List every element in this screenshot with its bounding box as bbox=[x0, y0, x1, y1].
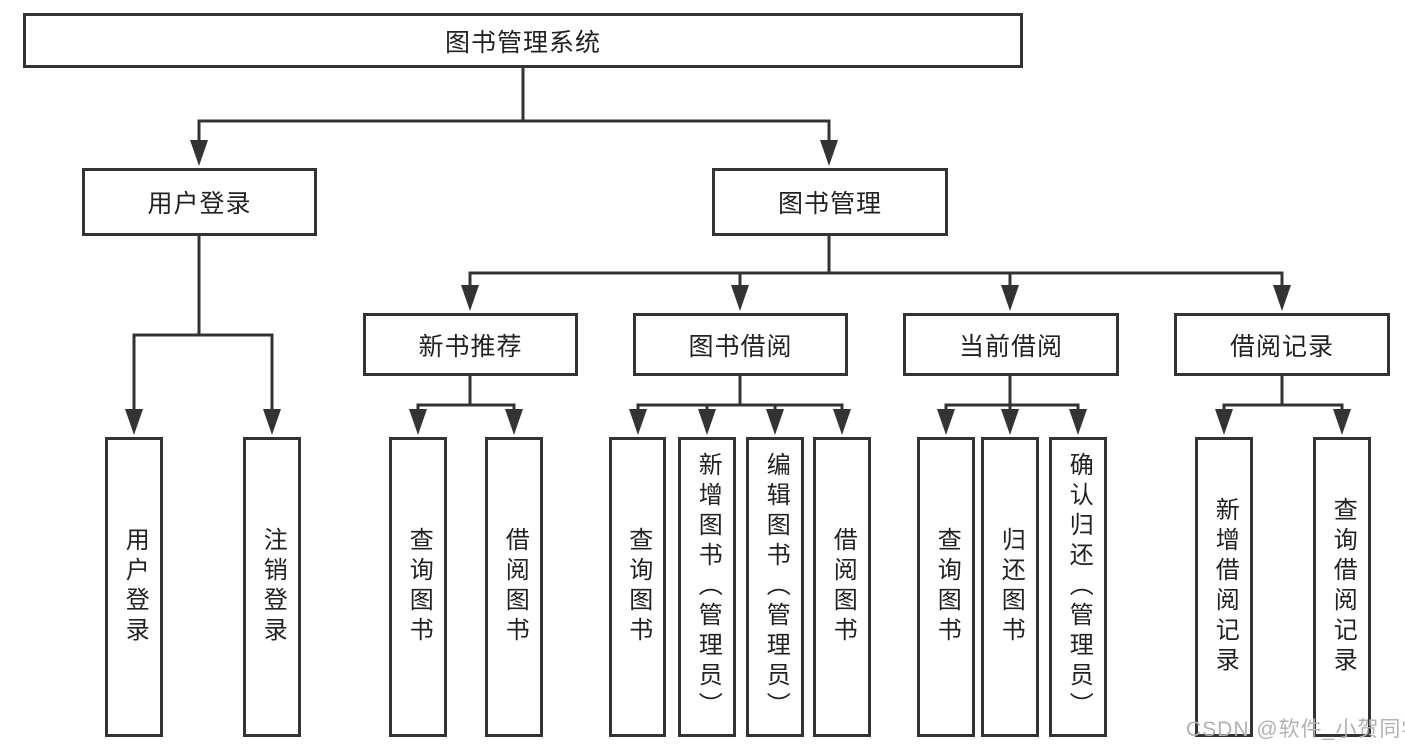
leaf-label: 查询图书 bbox=[405, 527, 433, 647]
node-current-borrowing: 当前借阅 bbox=[903, 313, 1119, 376]
leaf-label: 借阅图书 bbox=[501, 527, 529, 647]
leaf-label: 新增借阅记录 bbox=[1211, 497, 1239, 677]
leaf-label: 用户登录 bbox=[121, 527, 149, 647]
leaf-borrow-books: 借阅图书 bbox=[813, 437, 871, 737]
leaf-add-books-admin: 新增图书（管理员） bbox=[678, 437, 736, 737]
arrowhead bbox=[190, 140, 208, 166]
leaf-logout: 注销登录 bbox=[243, 437, 301, 737]
arrowhead bbox=[1215, 409, 1233, 435]
node-new-book-recommend: 新书推荐 bbox=[363, 313, 578, 376]
leaf-label: 归还图书 bbox=[997, 527, 1025, 647]
node-label: 新书推荐 bbox=[418, 332, 523, 361]
leaf-label: 编辑图书（管理员） bbox=[762, 452, 790, 722]
node-label: 借阅记录 bbox=[1229, 332, 1334, 361]
arrowhead bbox=[833, 409, 851, 435]
arrowhead bbox=[461, 285, 479, 311]
node-book-borrowing: 图书借阅 bbox=[633, 313, 848, 376]
arrowhead bbox=[1001, 285, 1019, 311]
arrowhead bbox=[698, 409, 716, 435]
node-label: 图书借阅 bbox=[688, 332, 793, 361]
arrowhead bbox=[409, 409, 427, 435]
node-library-system: 图书管理系统 bbox=[23, 13, 1023, 68]
node-user-login: 用户登录 bbox=[82, 168, 317, 236]
arrowhead bbox=[629, 409, 647, 435]
arrowhead bbox=[263, 409, 281, 435]
arrowhead bbox=[820, 140, 838, 166]
leaf-return-books: 归还图书 bbox=[981, 437, 1039, 737]
leaf-query-borrow-record: 查询借阅记录 bbox=[1313, 437, 1371, 737]
node-borrow-records: 借阅记录 bbox=[1174, 313, 1390, 376]
leaf-query-books-borrowing: 查询图书 bbox=[609, 437, 666, 737]
leaf-label: 确认归还（管理员） bbox=[1065, 452, 1093, 722]
leaf-label: 查询图书 bbox=[624, 527, 652, 647]
node-label: 用户登录 bbox=[147, 190, 252, 218]
leaf-label: 注销登录 bbox=[259, 527, 287, 647]
node-label: 当前借阅 bbox=[958, 332, 1063, 361]
arrowhead bbox=[1333, 409, 1351, 435]
arrowhead bbox=[1069, 409, 1087, 435]
leaf-edit-books-admin: 编辑图书（管理员） bbox=[746, 437, 804, 737]
arrowhead bbox=[125, 409, 143, 435]
leaf-user-login: 用户登录 bbox=[105, 437, 163, 737]
leaf-label: 查询图书 bbox=[933, 527, 961, 647]
node-label: 图书管理 bbox=[777, 190, 882, 218]
arrowhead bbox=[937, 409, 955, 435]
arrowhead bbox=[505, 409, 523, 435]
leaf-confirm-return-admin: 确认归还（管理员） bbox=[1049, 437, 1107, 737]
leaf-label: 新增图书（管理员） bbox=[694, 452, 722, 722]
leaf-add-borrow-record: 新增借阅记录 bbox=[1195, 437, 1253, 737]
node-label: 图书管理系统 bbox=[444, 28, 601, 57]
leaf-borrow-books-recommend: 借阅图书 bbox=[485, 437, 543, 737]
arrowhead bbox=[1273, 285, 1291, 311]
arrowhead bbox=[766, 409, 784, 435]
leaf-query-books-current: 查询图书 bbox=[917, 437, 975, 737]
arrowhead bbox=[731, 285, 749, 311]
node-book-management: 图书管理 bbox=[712, 168, 948, 236]
leaf-label: 查询借阅记录 bbox=[1329, 497, 1357, 677]
leaf-query-books-recommend: 查询图书 bbox=[389, 437, 447, 737]
watermark: CSDN @软件_小贺同学 bbox=[1186, 718, 1405, 741]
leaf-label: 借阅图书 bbox=[829, 527, 857, 647]
arrowhead bbox=[1001, 409, 1019, 435]
